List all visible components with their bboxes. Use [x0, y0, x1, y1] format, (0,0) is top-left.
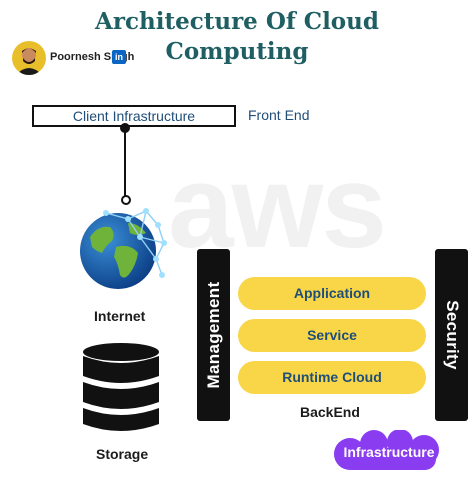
- security-bar: Security: [435, 249, 468, 421]
- application-layer: Application: [238, 277, 426, 310]
- aws-watermark: aws: [168, 141, 387, 273]
- author-avatar: [12, 41, 46, 75]
- management-label: Management: [203, 281, 223, 389]
- globe-icon: [76, 203, 168, 297]
- front-end-label: Front End: [248, 107, 310, 123]
- infrastructure-label: Infrastructure: [343, 444, 435, 460]
- linkedin-icon[interactable]: in: [112, 50, 126, 64]
- connector-dot-top: [120, 123, 130, 133]
- backend-label: BackEnd: [300, 404, 360, 420]
- service-layer: Service: [238, 319, 426, 352]
- storage-label: Storage: [96, 446, 149, 462]
- client-infrastructure-box: Client Infrastructure: [32, 105, 236, 127]
- database-icon: [80, 342, 162, 434]
- management-bar: Management: [197, 249, 230, 421]
- internet-label: Internet: [94, 308, 146, 324]
- infrastructure-cloud: Infrastructure: [330, 429, 448, 474]
- cloud-icon: [334, 429, 439, 470]
- security-label: Security: [442, 300, 462, 370]
- connector-line: [124, 125, 126, 197]
- diagram-title-line2: Computing: [165, 38, 309, 65]
- diagram-title-line1: Architecture Of Cloud: [95, 8, 379, 35]
- connector-dot-bottom: [121, 195, 131, 205]
- runtime-cloud-layer: Runtime Cloud: [238, 361, 426, 394]
